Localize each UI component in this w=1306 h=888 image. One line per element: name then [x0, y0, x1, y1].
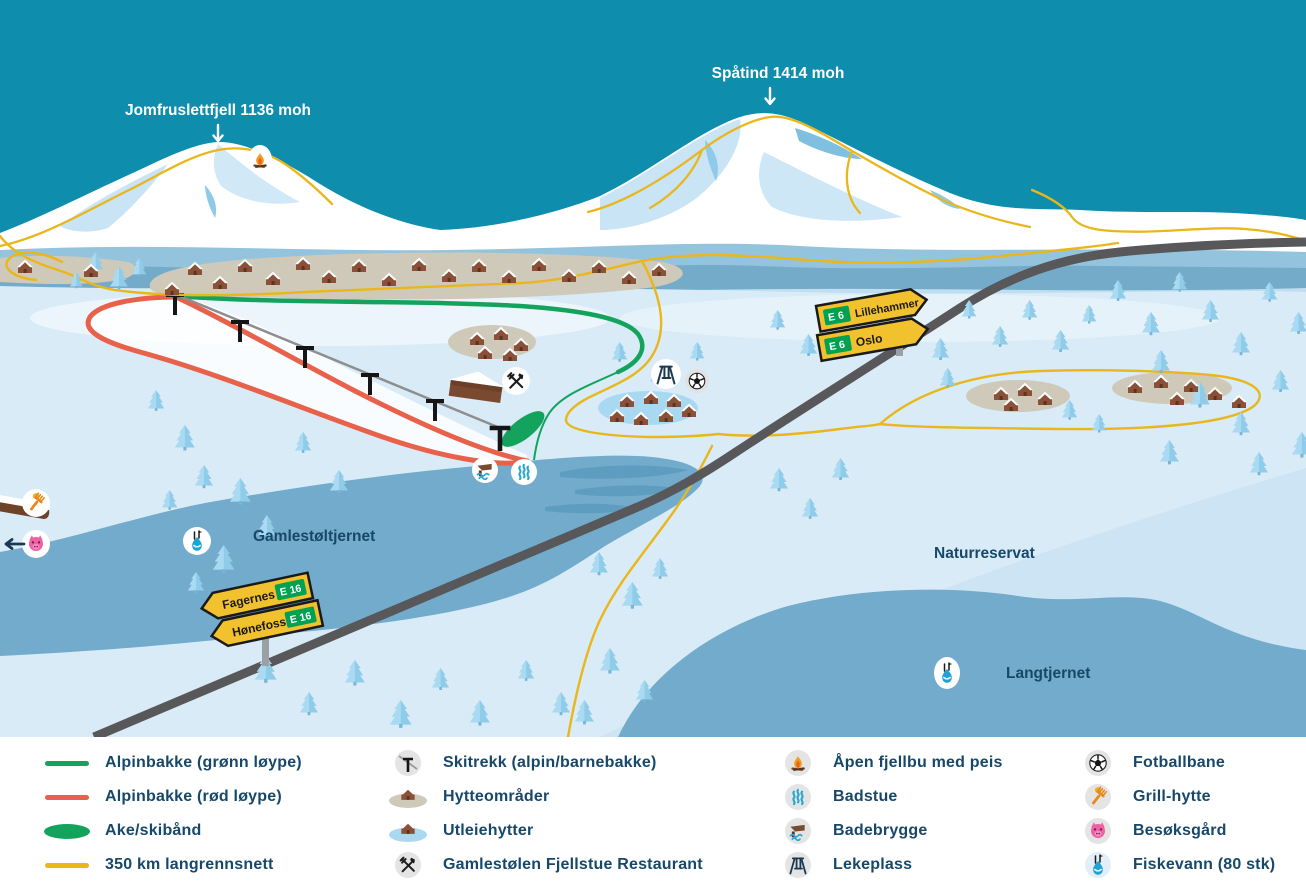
red-slope: [85, 294, 530, 466]
swing-icon: [778, 851, 818, 879]
football-marker: [685, 369, 709, 393]
lake-gamlestoltjernet: [0, 455, 703, 656]
down-arrow-icon: [764, 86, 776, 106]
legend-label: Grill-hytte: [1133, 788, 1211, 805]
grill-hut-marker: [22, 489, 50, 517]
legend-label: Fiskevann (80 stk): [1133, 856, 1276, 873]
legend-item: Besøksgård: [1078, 814, 1275, 848]
legend-item: 350 km langrennsnett: [44, 848, 302, 882]
lake-langtjernet: [618, 589, 1306, 737]
campfire-icon: [778, 749, 818, 777]
legend-item: Badebrygge: [778, 814, 1003, 848]
legend-label: Hytteområder: [443, 788, 550, 805]
lake-label-gamlestoltjernet: Gamlestøltjernet: [253, 528, 375, 545]
legend-item: Grill-hytte: [1078, 780, 1275, 814]
legend-label: Badstue: [833, 788, 898, 805]
legend-label: Åpen fjellbu med peis: [833, 754, 1003, 771]
legend-column-activities: Fotballbane Grill-hytte Besøksgård Fiske…: [1078, 746, 1275, 882]
legend-label: Lekeplass: [833, 856, 913, 873]
fjellstue-building: [448, 371, 505, 404]
peak-label-jomfruslettfjell: Jomfruslettfjell 1136 moh: [125, 102, 311, 119]
hut-grey-area-icon: [388, 785, 428, 809]
sledding-band: [501, 411, 545, 447]
legend-item: Fotballbane: [1078, 746, 1275, 780]
red-line-swatch: [44, 794, 90, 800]
sign-route: E 6: [827, 309, 845, 324]
legend-item: Hytteområder: [388, 780, 703, 814]
road-sign-west: Fagernes E 16 Hønefoss E 16: [199, 571, 325, 666]
green-line-swatch: [44, 760, 90, 766]
mountain-ski-trails: [0, 115, 1306, 248]
legend-label: 350 km langrennsnett: [105, 856, 274, 873]
lakes: [0, 391, 1306, 737]
legend-label: Skitrekk (alpin/barnebakke): [443, 754, 657, 771]
green-oval-swatch: [44, 823, 90, 839]
bathing-dock-marker: [472, 457, 498, 483]
hut-blue-area-icon: [388, 819, 428, 843]
legend-label: Utleiehytter: [443, 822, 534, 839]
fork-knife-icon: [388, 851, 428, 879]
sign-destination: Oslo: [855, 331, 884, 349]
legend-item: Fiskevann (80 stk): [1078, 848, 1275, 882]
lake-label-langtjernet: Langtjernet: [1006, 665, 1090, 682]
legend-label: Alpinbakke (grønn løype): [105, 754, 302, 771]
legend-item: Gamlestølen Fjellstue Restaurant: [388, 848, 703, 882]
area-label-naturreservat: Naturreservat: [934, 545, 1035, 562]
sign-route: E 16: [279, 582, 303, 598]
alpine-slopes: [85, 291, 645, 466]
road-sign-east: E 6 Lillehammer E 6 Oslo: [814, 288, 930, 363]
fishing-marker-gamlestol: [183, 527, 211, 555]
green-slope: [173, 293, 645, 375]
petting-farm-marker: [22, 530, 50, 558]
legend-label: Ake/skibånd: [105, 822, 202, 839]
sign-route: E 6: [828, 339, 846, 354]
legend-column-slopes: Alpinbakke (grønn løype) Alpinbakke (rød…: [44, 746, 302, 882]
legend-item: Lekeplass: [778, 848, 1003, 882]
legend-column-facilities: Skitrekk (alpin/barnebakke) Hytteområder…: [388, 746, 703, 882]
map-labels: Jomfruslettfjell 1136 moh Spåtind 1414 m…: [125, 65, 1090, 682]
playground-marker: [651, 359, 681, 389]
legend-item: Utleiehytter: [388, 814, 703, 848]
legend-label: Alpinbakke (rød løype): [105, 788, 282, 805]
west-arrow-icon: [4, 538, 26, 550]
sign-route: E 16: [289, 610, 313, 626]
legend-label: Gamlestølen Fjellstue Restaurant: [443, 856, 703, 873]
legend-column-wellness: Åpen fjellbu med peis Badstue Badebrygge…: [778, 746, 1003, 882]
legend-label: Badebrygge: [833, 822, 928, 839]
grill-fork-icon: [1078, 783, 1118, 811]
steam-icon: [778, 783, 818, 811]
resort-illustrated-map: Fagernes E 16 Hønefoss E 16 E 6 Lilleham…: [0, 0, 1306, 737]
dock-icon: [778, 817, 818, 845]
cross-country-trails: [0, 234, 1261, 737]
ski-lift-tbar-icon: [388, 749, 428, 777]
campfire-marker: [248, 145, 272, 175]
road: [92, 237, 1306, 737]
yellow-line-swatch: [44, 862, 90, 868]
map-markers: [4, 145, 960, 689]
legend-item: Ake/skibånd: [44, 814, 302, 848]
legend-label: Fotballbane: [1133, 754, 1225, 771]
fishing-marker-langtjernet: [934, 657, 960, 689]
ski-lift: [164, 291, 510, 451]
sauna-marker: [511, 459, 537, 485]
pig-icon: [1078, 817, 1118, 845]
peak-label-spatind: Spåtind 1414 moh: [712, 65, 845, 82]
legend-label: Besøksgård: [1133, 822, 1227, 839]
down-arrow-icon: [212, 123, 224, 143]
legend-item: Alpinbakke (grønn løype): [44, 746, 302, 780]
legend-item: Åpen fjellbu med peis: [778, 746, 1003, 780]
fish-icon: [1078, 851, 1118, 879]
legend-item: Badstue: [778, 780, 1003, 814]
football-icon: [1078, 749, 1118, 777]
restaurant-marker: [502, 367, 530, 395]
map-legend: Alpinbakke (grønn løype) Alpinbakke (rød…: [0, 737, 1306, 888]
legend-item: Alpinbakke (rød løype): [44, 780, 302, 814]
legend-item: Skitrekk (alpin/barnebakke): [388, 746, 703, 780]
